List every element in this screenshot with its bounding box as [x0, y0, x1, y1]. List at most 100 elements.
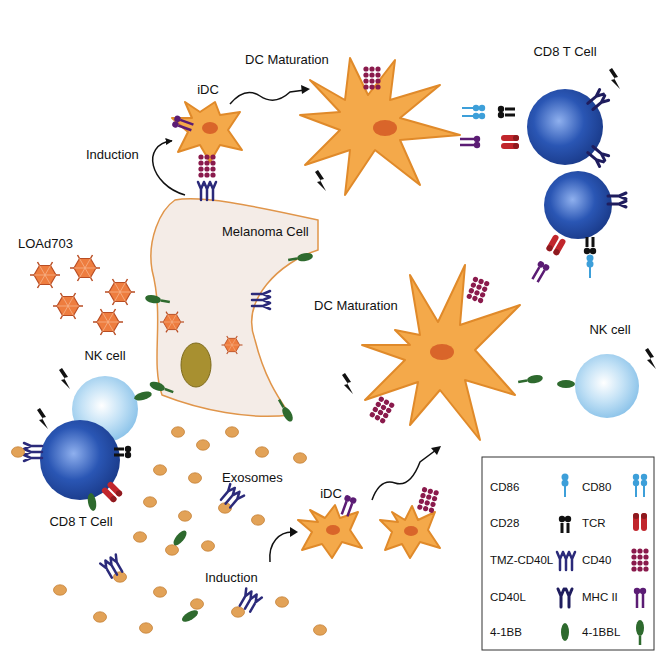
exosome	[232, 607, 245, 617]
virus	[93, 309, 123, 335]
induction-arrow	[153, 141, 185, 195]
virus	[53, 293, 83, 319]
4-1bb	[557, 380, 575, 388]
figure-label: Exosomes	[222, 470, 283, 485]
4-1bb	[86, 492, 97, 511]
cell-label: NK cell	[65, 348, 145, 363]
mature-dc	[362, 265, 520, 440]
exosome	[314, 625, 327, 635]
tmz-cd40l	[219, 484, 244, 509]
legend-sample	[559, 516, 571, 533]
nucleus	[430, 344, 454, 360]
tmz-cd40l	[252, 291, 270, 309]
arrowhead	[301, 85, 310, 94]
maturation-arrow	[230, 90, 305, 104]
legend-text: CD40	[582, 553, 611, 567]
exosome	[54, 585, 67, 595]
cell-label: iDC	[295, 486, 367, 501]
mature-dc	[300, 58, 460, 195]
exosome	[140, 623, 153, 633]
exosome	[12, 447, 25, 457]
nucleus	[181, 343, 211, 387]
legend-text: CD86	[490, 480, 519, 494]
virus	[160, 312, 184, 333]
4-1bb	[180, 608, 200, 624]
exosome	[202, 541, 215, 551]
cell-node: CD8 T Cell	[510, 44, 620, 168]
cd28	[584, 237, 596, 254]
exosome	[179, 511, 192, 521]
cell-node: Melanoma Cell	[150, 195, 322, 423]
nucleus	[404, 526, 418, 536]
activation-bolt	[59, 368, 70, 389]
arrowhead	[431, 446, 441, 455]
cell-label: Melanoma Cell	[222, 224, 394, 239]
figure-label: LOAd703	[18, 236, 73, 251]
exosome	[166, 545, 179, 555]
virus	[70, 255, 100, 281]
cd40	[466, 276, 490, 304]
arrowhead	[290, 527, 298, 537]
4-1bbl	[276, 398, 295, 424]
nucleus	[326, 525, 340, 535]
mhc-ii	[460, 136, 480, 148]
mhc-ii	[171, 115, 194, 134]
mhc-ii	[530, 260, 551, 284]
figure-label: DC Maturation	[245, 52, 329, 67]
cell-label: CD8 T Cell	[35, 514, 127, 529]
legend-sample	[634, 588, 646, 608]
edge-label: Induction	[84, 147, 141, 162]
cell-node: CD8 T Cell	[35, 418, 127, 530]
cd28	[114, 446, 131, 458]
4-1bbl	[517, 374, 543, 386]
exosome	[154, 465, 167, 475]
tcr	[545, 234, 566, 257]
tcr	[101, 481, 124, 504]
cell-label: NK cell	[568, 322, 652, 337]
4-1bbl	[287, 252, 313, 264]
cd40l	[586, 89, 609, 111]
exosome	[94, 612, 107, 622]
tcr	[501, 135, 519, 149]
legend-sample	[557, 552, 575, 570]
legend-text: CD80	[582, 480, 611, 494]
cd80	[462, 105, 485, 119]
tmz-cd40l	[198, 182, 216, 200]
nucleus	[202, 122, 218, 134]
activation-bolt	[37, 408, 48, 429]
legend-text: CD40L	[490, 590, 526, 604]
cd40l	[586, 144, 609, 166]
exosome	[172, 427, 185, 437]
legend-sample	[561, 623, 569, 641]
exosome	[134, 532, 147, 542]
cell-node: iDC	[172, 82, 244, 166]
legend-text: CD28	[490, 516, 519, 530]
virus	[222, 336, 243, 354]
exosome	[256, 447, 269, 457]
cd40	[198, 154, 215, 177]
exosome	[144, 497, 157, 507]
exosome	[226, 427, 239, 437]
immature-dc	[298, 505, 362, 558]
legend-sample	[633, 513, 647, 531]
cd40	[363, 66, 380, 89]
cd40	[417, 487, 440, 514]
maturation-arrow	[372, 450, 436, 500]
virus	[30, 262, 60, 288]
cell-label: iDC	[172, 82, 244, 97]
exosome	[154, 587, 167, 597]
activation-bolt	[342, 373, 353, 394]
legend-sample	[558, 589, 572, 607]
cd8-t-cell	[544, 171, 612, 239]
activation-bolt	[315, 170, 326, 191]
exosome	[191, 599, 204, 609]
cd28	[498, 106, 515, 118]
nk-cell	[575, 354, 639, 418]
figure-label: Induction	[205, 570, 258, 585]
tmz-cd40l	[24, 443, 42, 461]
exosome	[276, 597, 289, 607]
cell-node: iDC	[295, 486, 367, 566]
